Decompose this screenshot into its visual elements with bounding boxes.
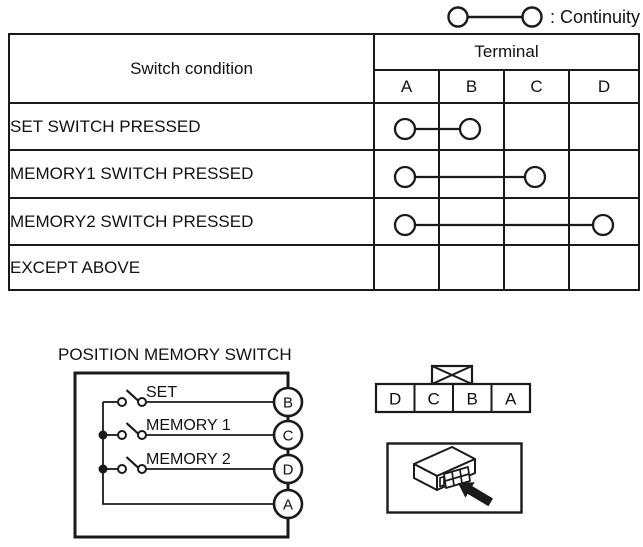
switch-condition-cell: MEMORY2 SWITCH PRESSED (8, 197, 375, 246)
switch-label: SET (146, 384, 177, 401)
table-row: MEMORY2 SWITCH PRESSED (8, 197, 640, 246)
switch-blade (125, 456, 139, 469)
switch-label: MEMORY 1 (146, 417, 231, 434)
terminal-b: B (272, 386, 304, 418)
terminal-cell (373, 197, 440, 246)
pin-label: C (428, 390, 440, 409)
terminal-cell (568, 244, 640, 291)
terminal-cell (503, 102, 570, 151)
switch-blade (125, 422, 139, 435)
terminal-col-b: B (438, 69, 505, 104)
circuit-diagram: SET MEMORY 1 MEMORY 2 B C (73, 371, 304, 539)
switch-blade (125, 389, 139, 402)
circuit-title: POSITION MEMORY SWITCH (58, 345, 292, 364)
terminal-cell (373, 102, 440, 151)
pointer-arrow-icon (458, 482, 493, 507)
table-header-row: Switch condition Terminal (8, 33, 640, 104)
switch-label: MEMORY 2 (146, 451, 231, 468)
terminal-cell (568, 102, 640, 151)
terminal-cell (438, 102, 505, 151)
switch-memory2: MEMORY 2 (103, 451, 274, 474)
terminal-cell (503, 149, 570, 199)
pin-label: A (505, 390, 517, 409)
relay-body-icon (413, 446, 476, 491)
terminal-col-d: D (568, 69, 640, 104)
terminal-letter: D (283, 462, 294, 479)
continuity-table-wrap: Switch condition Terminal A B C D SET SW… (8, 33, 640, 293)
table-row: EXCEPT ABOVE (8, 244, 640, 291)
continuity-symbol-icon (447, 6, 543, 28)
switch-condition-header: Switch condition (8, 33, 375, 104)
terminal-c: C (272, 419, 304, 451)
terminal-letters-row: A B C D (9, 69, 640, 104)
switch-set: SET (103, 384, 274, 407)
pin-label: B (467, 390, 478, 409)
terminal-group-header: Terminal (373, 33, 640, 71)
terminal-cell (438, 197, 505, 246)
switch-condition-cell: SET SWITCH PRESSED (8, 102, 375, 151)
switch-condition-cell: MEMORY1 SWITCH PRESSED (8, 149, 375, 199)
terminal-cell (503, 197, 570, 246)
relay-socket-icon (439, 466, 471, 489)
terminal-a: A (272, 488, 304, 520)
terminal-cell (373, 149, 440, 199)
connector-pinout: D C B A (374, 364, 532, 414)
connector-illustration (386, 442, 523, 514)
terminal-col-c: C (503, 69, 570, 104)
terminal-cell (438, 244, 505, 291)
continuity-legend: : Continuity (447, 4, 640, 30)
terminal-col-a: A (373, 69, 440, 104)
terminal-letter: A (283, 497, 293, 514)
terminal-d: D (272, 453, 304, 485)
terminal-cell (503, 244, 570, 291)
continuity-table: Switch condition Terminal A B C D SET SW… (8, 33, 640, 291)
terminal-letter: C (283, 428, 294, 445)
terminal-cell (373, 244, 440, 291)
terminal-cell (568, 197, 640, 246)
switch-memory1: MEMORY 1 (103, 417, 274, 440)
terminal-cell (438, 149, 505, 199)
table-row: MEMORY1 SWITCH PRESSED (8, 149, 640, 199)
table-row: SET SWITCH PRESSED (8, 102, 640, 151)
pin-label: D (389, 390, 401, 409)
terminal-cell (568, 149, 640, 199)
terminal-letter: B (283, 395, 293, 412)
switch-condition-cell: EXCEPT ABOVE (8, 244, 375, 291)
continuity-legend-label: : Continuity (550, 6, 641, 27)
